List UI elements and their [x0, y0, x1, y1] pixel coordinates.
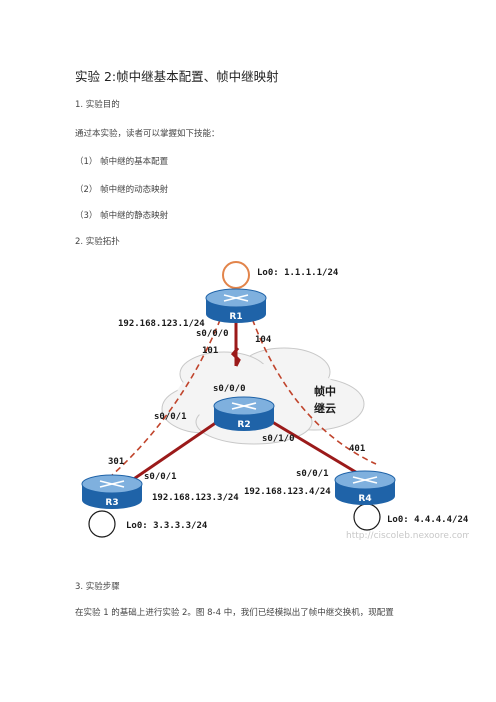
r3-interface-label: s0/0/1: [144, 472, 177, 482]
dlci-101-label: 101: [202, 346, 218, 356]
list-item: （2） 帧中继的动态映射: [75, 185, 169, 195]
section-heading-steps: 3. 实验步骤: [75, 582, 120, 592]
r2-right-interface-label: s0/1/0: [262, 434, 295, 444]
r1-interface-label: s0/0/0: [196, 329, 229, 339]
pvc-r1-r4: [248, 309, 377, 465]
r1-ip-label: 192.168.123.1/24: [118, 319, 205, 329]
r4-interface-label: s0/0/1: [296, 469, 329, 479]
list-item: （3） 帧中继的静态映射: [75, 211, 169, 221]
dlci-301-label: 301: [108, 457, 124, 467]
svg-text:R4: R4: [358, 494, 371, 504]
router-arrows-icon: [231, 402, 257, 410]
r3-loopback-label: Lo0: 3.3.3.3/24: [126, 521, 208, 531]
r4-ip-label: 192.168.123.4/24: [244, 487, 331, 497]
loopback-icon: [222, 261, 250, 289]
r2-left-interface-label: s0/0/1: [154, 412, 187, 422]
router-r4: R4: [334, 470, 396, 505]
r1-loopback-label: Lo0: 1.1.1.1/24: [257, 268, 339, 278]
router-arrows-icon: [352, 476, 378, 484]
loopback-icon: [353, 503, 381, 531]
page-title: 实验 2:帧中继基本配置、帧中继映射: [75, 69, 279, 84]
router-r1: R1: [205, 288, 267, 323]
topology-diagram: R1 R2 R3: [74, 254, 469, 542]
r3-ip-label: 192.168.123.3/24: [152, 493, 239, 503]
dlci-401-label: 401: [349, 444, 365, 454]
topology-figure: R1 R2 R3: [74, 254, 469, 542]
section-heading-topology: 2. 实验拓扑: [75, 237, 120, 247]
router-arrows-icon: [223, 294, 249, 302]
svg-text:R1: R1: [229, 312, 242, 322]
intro-text: 通过本实验，读者可以掌握如下技能：: [75, 129, 220, 139]
dlci-104-label: 104: [255, 335, 272, 345]
list-item: （1） 帧中继的基本配置: [75, 157, 169, 167]
section-heading-purpose: 1. 实验目的: [75, 100, 120, 110]
router-arrows-icon: [99, 480, 125, 488]
svg-text:R2: R2: [237, 420, 250, 430]
body-paragraph: 在实验 1 的基础上进行实验 2。图 8-4 中，我们已经模拟出了帧中继交换机，…: [75, 608, 394, 618]
router-r3: R3: [81, 474, 143, 509]
svg-text:R3: R3: [105, 498, 118, 508]
loopback-icon: [88, 510, 116, 538]
cloud-label: 继云: [314, 401, 336, 415]
watermark: http://ciscoleb.nexoore.com: [346, 531, 469, 541]
r2-top-interface-label: s0/0/0: [213, 384, 246, 394]
cloud-label: 帧中: [314, 384, 336, 398]
router-r2: R2: [213, 396, 275, 431]
r4-loopback-label: Lo0: 4.4.4.4/24: [387, 515, 469, 525]
